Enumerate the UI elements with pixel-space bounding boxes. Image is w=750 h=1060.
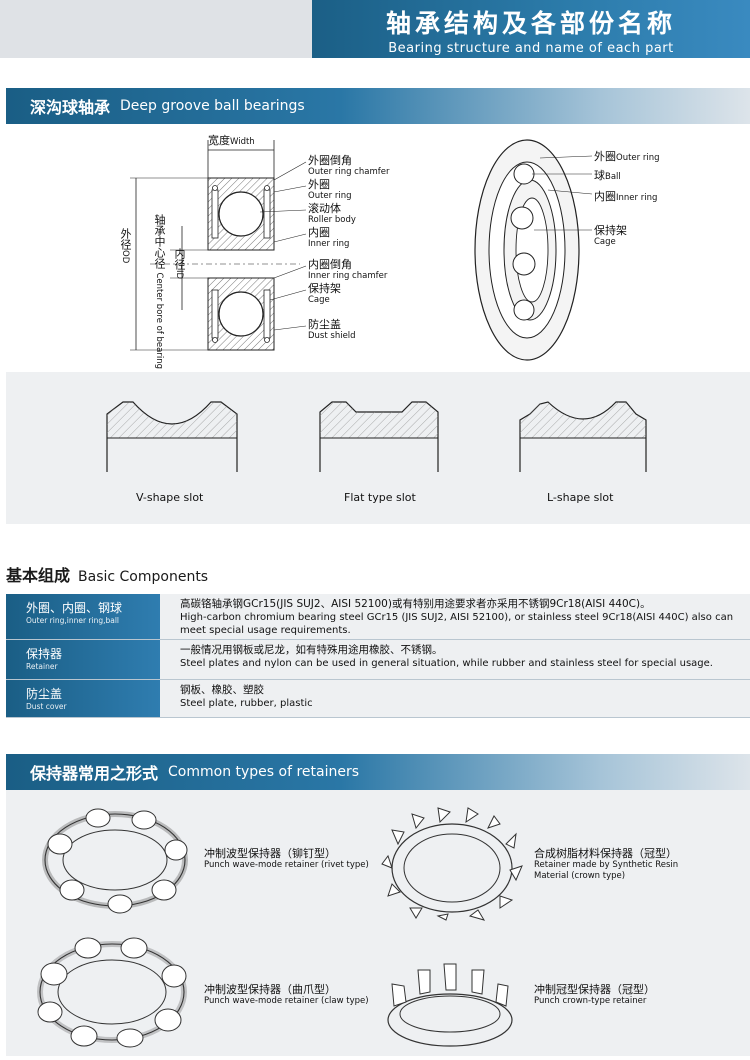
retainer-rivet-label: 冲制波型保持器（铆钉型）Punch wave-mode retainer (ri… <box>204 847 369 871</box>
retainer-resin-crown-label: 合成树脂材料保持器（冠型）Retainer made by Synthetic … <box>534 847 679 882</box>
page-header: 轴承结构及各部份名称 Bearing structure and name of… <box>312 0 750 58</box>
part-right-ball: 球Ball <box>594 169 621 182</box>
l-shape-slot-label: L-shape slot <box>547 491 614 504</box>
rivet-type-retainer-image <box>42 808 188 914</box>
retainer-claw-label: 冲制波型保持器（曲爪型）Punch wave-mode retainer (cl… <box>204 983 369 1007</box>
table-row: 保持器 Retainer 一般情况用钢板或尼龙，如有特殊用途用橡胶、不锈钢。 S… <box>6 640 750 680</box>
outer-diameter-label: 外径OD <box>119 228 132 264</box>
claw-type-retainer-image <box>37 937 187 1048</box>
bearing-cross-section-diagram <box>130 140 307 351</box>
inner-diameter-label: 内径ID <box>173 248 186 280</box>
basic-title-en: Basic Components <box>78 569 209 585</box>
row-key: 保持器 Retainer <box>6 640 160 679</box>
slot-profiles-panel <box>6 372 750 524</box>
row-value: 高碳铬轴承钢GCr15(JIS SUJ2、AISI 52100)或有特别用途要求… <box>160 594 750 639</box>
table-row: 防尘盖 Dust cover 钢板、橡胶、塑胶 Steel plate, rub… <box>6 680 750 718</box>
row-value: 一般情况用钢板或尼龙，如有特殊用途用橡胶、不锈钢。 Steel plates a… <box>160 640 750 679</box>
retainer-punch-crown-label: 冲制冠型保持器（冠型）Punch crown-type retainer <box>534 983 655 1007</box>
page-title-en: Bearing structure and name of each part <box>388 41 674 56</box>
section-deep-groove-title: 深沟球轴承 Deep groove ball bearings <box>6 88 750 124</box>
section-title-en: Deep groove ball bearings <box>120 98 305 114</box>
section-title-cn: 深沟球轴承 <box>30 98 111 117</box>
v-shape-slot-profile <box>106 401 238 472</box>
row-key: 防尘盖 Dust cover <box>6 680 160 717</box>
retainers-title-cn: 保持器常用之形式 <box>30 764 159 783</box>
resin-crown-retainer-image <box>381 807 523 921</box>
punch-crown-retainer-image <box>387 963 513 1047</box>
l-shape-slot-profile <box>519 401 647 472</box>
section-retainers-title: 保持器常用之形式 Common types of retainers <box>6 754 750 790</box>
basic-title-cn: 基本组成 <box>6 566 71 585</box>
flat-type-slot-profile <box>319 401 439 472</box>
bearing-3d-sketch <box>474 139 593 361</box>
table-row: 外圈、内圈、钢球 Outer ring,inner ring,ball 高碳铬轴… <box>6 594 750 640</box>
center-bore-label: 轴承中心径 Center bore of bearing <box>153 214 166 370</box>
row-value: 钢板、橡胶、塑胶 Steel plate, rubber, plastic <box>160 680 750 717</box>
part-right-outer-ring: 外圈Outer ring <box>594 150 660 163</box>
basic-components-title: 基本组成 Basic Components <box>6 562 208 586</box>
width-label: 宽度Width <box>208 134 255 147</box>
retainers-title-en: Common types of retainers <box>168 764 360 780</box>
v-shape-slot-label: V-shape slot <box>136 491 204 504</box>
row-key: 外圈、内圈、钢球 Outer ring,inner ring,ball <box>6 594 160 639</box>
retainers-panel <box>6 790 750 1056</box>
part-right-inner-ring: 内圈Inner ring <box>594 190 658 203</box>
page-title-cn: 轴承结构及各部份名称 <box>385 9 676 38</box>
flat-type-slot-label: Flat type slot <box>344 491 416 504</box>
basic-components-table: 外圈、内圈、钢球 Outer ring,inner ring,ball 高碳铬轴… <box>6 594 750 718</box>
